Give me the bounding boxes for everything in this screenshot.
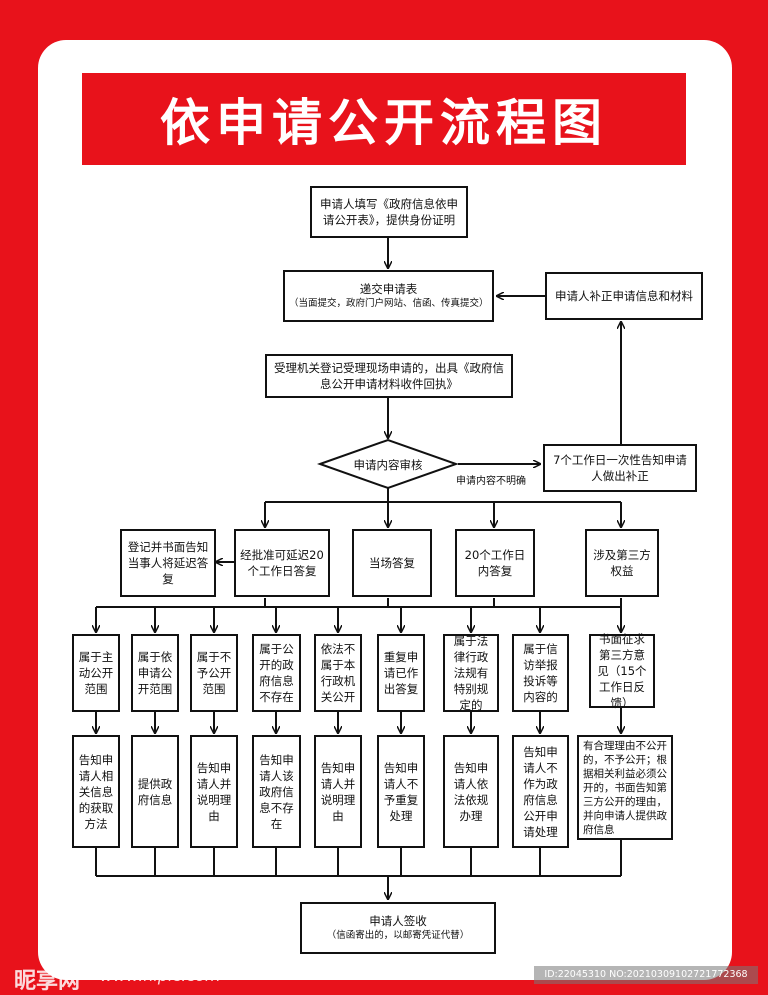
category-text: 属于主动公开范围 bbox=[78, 650, 114, 696]
review-decision-label: 申请内容审核 bbox=[353, 458, 423, 472]
final-sign-subtitle: （信函寄出的，以邮寄凭证代替） bbox=[326, 930, 470, 941]
delay-20-days-text: 经批准可延迟20个工作日答复 bbox=[240, 548, 324, 578]
watermark-site: www.nipic.com bbox=[100, 966, 221, 985]
category-text: 属于法律行政法规有特别规定的 bbox=[453, 634, 489, 712]
category-box: 依法不属于本行政机关公开 bbox=[314, 634, 362, 712]
unclear-label: 申请内容不明确 bbox=[456, 476, 526, 487]
result-box: 告知申请人依法依规办理 bbox=[443, 735, 499, 848]
result-box: 告知申请人并说明理由 bbox=[314, 735, 362, 848]
submit-node: 递交申请表 （当面提交，政府门户网站、信函、传真提交） bbox=[283, 270, 494, 322]
result-box: 提供政府信息 bbox=[131, 735, 179, 848]
third-party-consult-box: 书面征求第三方意见（15个工作日反馈） bbox=[589, 632, 655, 710]
start-node: 申请人填写《政府信息依申请公开表》，提供身份证明 bbox=[310, 186, 468, 238]
register-node-text: 受理机关登记受理现场申请的，出具《政府信息公开申请材料收件回执》 bbox=[274, 361, 504, 391]
third-party-consult-text: 书面征求第三方意见（15个工作日反馈） bbox=[597, 632, 647, 710]
result-box: 告知申请人不作为政府信息公开申请处理 bbox=[512, 735, 569, 848]
category-box: 属于法律行政法规有特别规定的 bbox=[443, 634, 499, 712]
submit-node-subtitle: （当面提交，政府门户网站、信函、传真提交） bbox=[289, 298, 489, 309]
result-box: 告知申请人该政府信息不存在 bbox=[252, 735, 301, 848]
delay-notice-node: 登记并书面告知当事人将延迟答复 bbox=[120, 529, 216, 597]
category-box: 重复申请已作出答复 bbox=[377, 634, 425, 712]
result-text: 告知申请人并说明理由 bbox=[320, 760, 356, 823]
category-text: 属于信访举报投诉等内容的 bbox=[523, 642, 558, 704]
third-party-text: 涉及第三方权益 bbox=[593, 548, 651, 578]
result-text: 告知申请人不予重复处理 bbox=[383, 760, 419, 823]
category-box: 属于公开的政府信息不存在 bbox=[252, 634, 301, 712]
result-text: 告知申请人该政府信息不存在 bbox=[259, 752, 294, 831]
on-site-reply-text: 当场答复 bbox=[369, 556, 415, 570]
on-site-reply-node: 当场答复 bbox=[352, 529, 432, 597]
category-text: 依法不属于本行政机关公开 bbox=[320, 642, 356, 704]
category-text: 属于不予公开范围 bbox=[196, 650, 232, 696]
watermark-logo: 昵享网 bbox=[14, 969, 81, 994]
delay-20-days-node: 经批准可延迟20个工作日答复 bbox=[234, 529, 330, 597]
final-sign-node: 申请人签收 （信函寄出的，以邮寄凭证代替） bbox=[300, 902, 496, 954]
result-text: 告知申请人并说明理由 bbox=[196, 760, 232, 823]
supplement-node-text: 申请人补正申请信息和材料 bbox=[555, 289, 693, 303]
watermark-id: ID:22045310 NO:20210309102721772368 bbox=[534, 966, 758, 984]
category-box: 属于依申请公开范围 bbox=[131, 634, 179, 712]
category-text: 属于依申请公开范围 bbox=[137, 650, 173, 696]
third-party-result-box: 有合理理由不公开的，不予公开；根据相关利益必须公开的，书面告知第三方公开的理由，… bbox=[577, 735, 673, 840]
result-box: 告知申请人不予重复处理 bbox=[377, 735, 425, 848]
category-box: 属于信访举报投诉等内容的 bbox=[512, 634, 569, 712]
third-party-node: 涉及第三方权益 bbox=[585, 529, 659, 597]
submit-node-title: 递交申请表 bbox=[359, 282, 418, 296]
delay-notice-text: 登记并书面告知当事人将延迟答复 bbox=[127, 540, 209, 586]
category-box: 属于不予公开范围 bbox=[190, 634, 238, 712]
result-text: 告知申请人不作为政府信息公开申请处理 bbox=[523, 744, 558, 839]
final-sign-title: 申请人签收 bbox=[369, 914, 427, 928]
start-node-text: 申请人填写《政府信息依申请公开表》，提供身份证明 bbox=[320, 197, 458, 227]
notify-7-days-node: 7个工作日一次性告知申请人做出补正 bbox=[543, 444, 697, 492]
page-title: 依申请公开流程图 bbox=[82, 73, 686, 165]
review-decision-diamond bbox=[316, 438, 460, 490]
register-node: 受理机关登记受理现场申请的，出具《政府信息公开申请材料收件回执》 bbox=[265, 354, 513, 398]
reply-20-days-text: 20个工作日内答复 bbox=[464, 548, 526, 578]
result-text: 告知申请人依法依规办理 bbox=[453, 760, 489, 823]
third-party-result-text: 有合理理由不公开的，不予公开；根据相关利益必须公开的，书面告知第三方公开的理由，… bbox=[583, 739, 667, 836]
result-text: 告知申请人相关信息的获取方法 bbox=[78, 752, 114, 831]
category-text: 重复申请已作出答复 bbox=[383, 650, 419, 696]
reply-20-days-node: 20个工作日内答复 bbox=[455, 529, 535, 597]
result-box: 告知申请人相关信息的获取方法 bbox=[72, 735, 120, 848]
category-text: 属于公开的政府信息不存在 bbox=[259, 642, 294, 704]
result-box: 告知申请人并说明理由 bbox=[190, 735, 238, 848]
category-box: 属于主动公开范围 bbox=[72, 634, 120, 712]
notify-7-days-text: 7个工作日一次性告知申请人做出补正 bbox=[553, 453, 687, 483]
supplement-node: 申请人补正申请信息和材料 bbox=[545, 272, 703, 320]
result-text: 提供政府信息 bbox=[137, 776, 173, 807]
